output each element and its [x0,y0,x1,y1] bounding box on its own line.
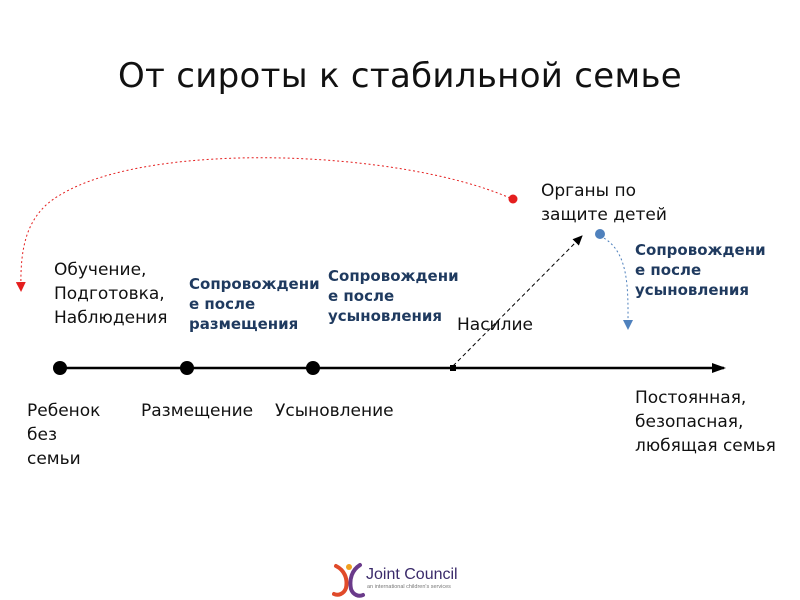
label-child-without-family: Ребенок без семьи [27,399,100,471]
label-child-line: семьи [27,449,81,469]
label-adoption: Усыновление [275,401,394,421]
protection-red-dot [508,194,518,204]
logo-tagline: an international children's services [367,584,451,590]
violence-arrow [452,235,583,367]
label-permanent-line: любящая семья [635,436,776,456]
label-permanent-line: Постоянная, [635,388,747,408]
support-curve-blue [599,235,634,330]
label-child-line: Ребенок [27,401,101,421]
label-support-adoption-right-line: е после [635,261,702,279]
label-support-placement: Сопровождени е после размещения [189,274,320,334]
milestone-placement-dot [180,361,194,375]
label-permanent-family: Постоянная, безопасная, любящая семья [635,386,776,458]
label-child-line: без [27,425,57,445]
label-child-protection: Органы по защите детей [541,179,667,227]
label-placement: Размещение [141,401,254,421]
label-training-line: Обучение, [54,260,147,280]
joint-council-logo-icon [332,563,365,598]
label-training-line: Наблюдения [54,308,168,328]
milestone-child-dot [53,361,67,375]
milestone-adoption-dot [306,361,320,375]
logo-name: Joint Council [366,566,458,583]
milestone-violence-marker [450,365,456,371]
label-training: Обучение, Подготовка, Наблюдения [54,258,167,330]
label-support-adoption-line: е после [328,287,395,305]
label-child-protection-line: защите детей [541,205,667,225]
label-support-placement-line: размещения [189,315,299,333]
label-support-adoption-line: усыновления [328,307,443,325]
return-curve-red [15,157,511,292]
label-permanent-line: безопасная, [635,412,744,432]
label-support-adoption-line: Сопровождени [328,267,459,285]
label-support-adoption-right: Сопровождени е после усыновления [635,240,766,300]
page-title: От сироты к стабильной семье [117,56,683,96]
label-violence: Насилие [457,315,533,335]
label-support-placement-line: е после [189,295,256,313]
label-support-adoption: Сопровождени е после усыновления [328,266,459,326]
label-child-protection-line: Органы по [541,181,636,201]
label-support-adoption-right-line: Сопровождени [635,241,766,259]
label-support-placement-line: Сопровождени [189,275,320,293]
label-training-line: Подготовка, [54,284,165,304]
label-support-adoption-right-line: усыновления [635,281,750,299]
protection-blue-dot [595,229,605,239]
